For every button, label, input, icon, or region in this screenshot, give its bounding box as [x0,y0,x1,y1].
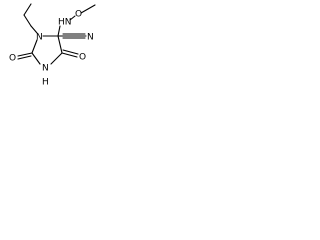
atom-label-nitrile-n: N [87,33,94,43]
atom-label-ring-n: N [42,64,49,74]
atom-label-carbonyl-o-left: O [9,54,16,64]
atom-label-carbonyl-o-right: O [79,53,86,63]
ethyl-to-n1-bond [30,25,38,34]
nh-to-o-bond [69,15,76,21]
ring-bond-c2-n3 [31,52,41,65]
atom-label-n1: N [36,33,43,43]
atom-label-nh: HN [58,18,72,28]
molecule-structure-diagram: N HN O N O O N H [9,3,96,88]
ring-bond-n3-c4 [50,52,63,65]
ethyl-bond-ch2 [23,14,32,27]
o-to-methyl-bond [80,4,96,14]
ring-bond-c5-c4 [57,35,63,54]
carbonyl-left-line-2 [17,55,32,60]
atom-label-methoxy-o: O [75,10,82,20]
carbonyl-right-line-2 [62,49,79,55]
ring-bond-n1-c2 [31,39,38,54]
atom-label-ring-h: H [42,78,49,88]
carbonyl-left-line-1 [17,52,33,57]
ethyl-bond-terminal [23,3,32,16]
c5-to-nh-bond [57,25,61,37]
carbonyl-right-line-1 [61,52,78,58]
